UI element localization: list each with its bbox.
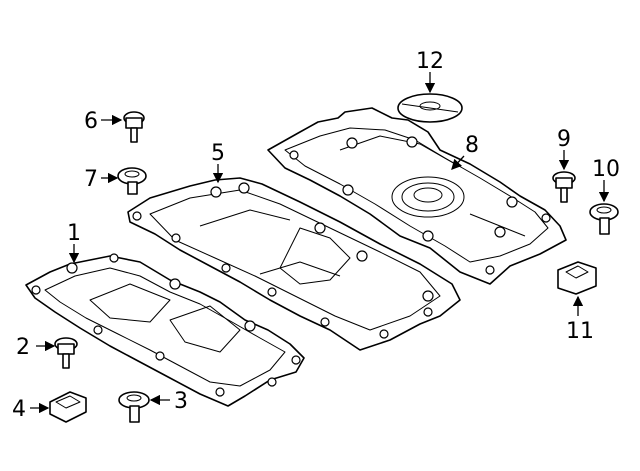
- u-nut-11: [557, 261, 597, 295]
- callout-10: 10: [592, 157, 620, 182]
- callout-4: 4: [12, 397, 26, 422]
- callout-11: 11: [566, 319, 594, 344]
- bolt-2: [54, 337, 78, 369]
- push-clip-3: [118, 391, 150, 423]
- callout-labels: 1 2 3 4 5 6 7 8 9 10 11 12: [12, 49, 620, 422]
- front-underbody-shield: [25, 253, 305, 407]
- callout-6: 6: [84, 109, 98, 134]
- callout-12: 12: [416, 49, 444, 74]
- bolt-6: [123, 111, 145, 143]
- callout-8: 8: [465, 133, 479, 158]
- center-underbody-shield: [127, 177, 461, 351]
- access-cover: [397, 93, 463, 123]
- push-clip-10: [589, 203, 619, 235]
- callout-2: 2: [16, 335, 30, 360]
- callout-5: 5: [211, 141, 225, 166]
- rear-underbody-shield: [267, 107, 567, 285]
- bolt-9: [552, 171, 576, 203]
- push-clip-7: [117, 167, 147, 195]
- leader-lines: [30, 72, 610, 414]
- u-nut-4: [49, 391, 87, 423]
- callout-9: 9: [557, 127, 571, 152]
- callout-7: 7: [84, 167, 98, 192]
- callout-1: 1: [67, 221, 81, 246]
- callout-3: 3: [174, 389, 188, 414]
